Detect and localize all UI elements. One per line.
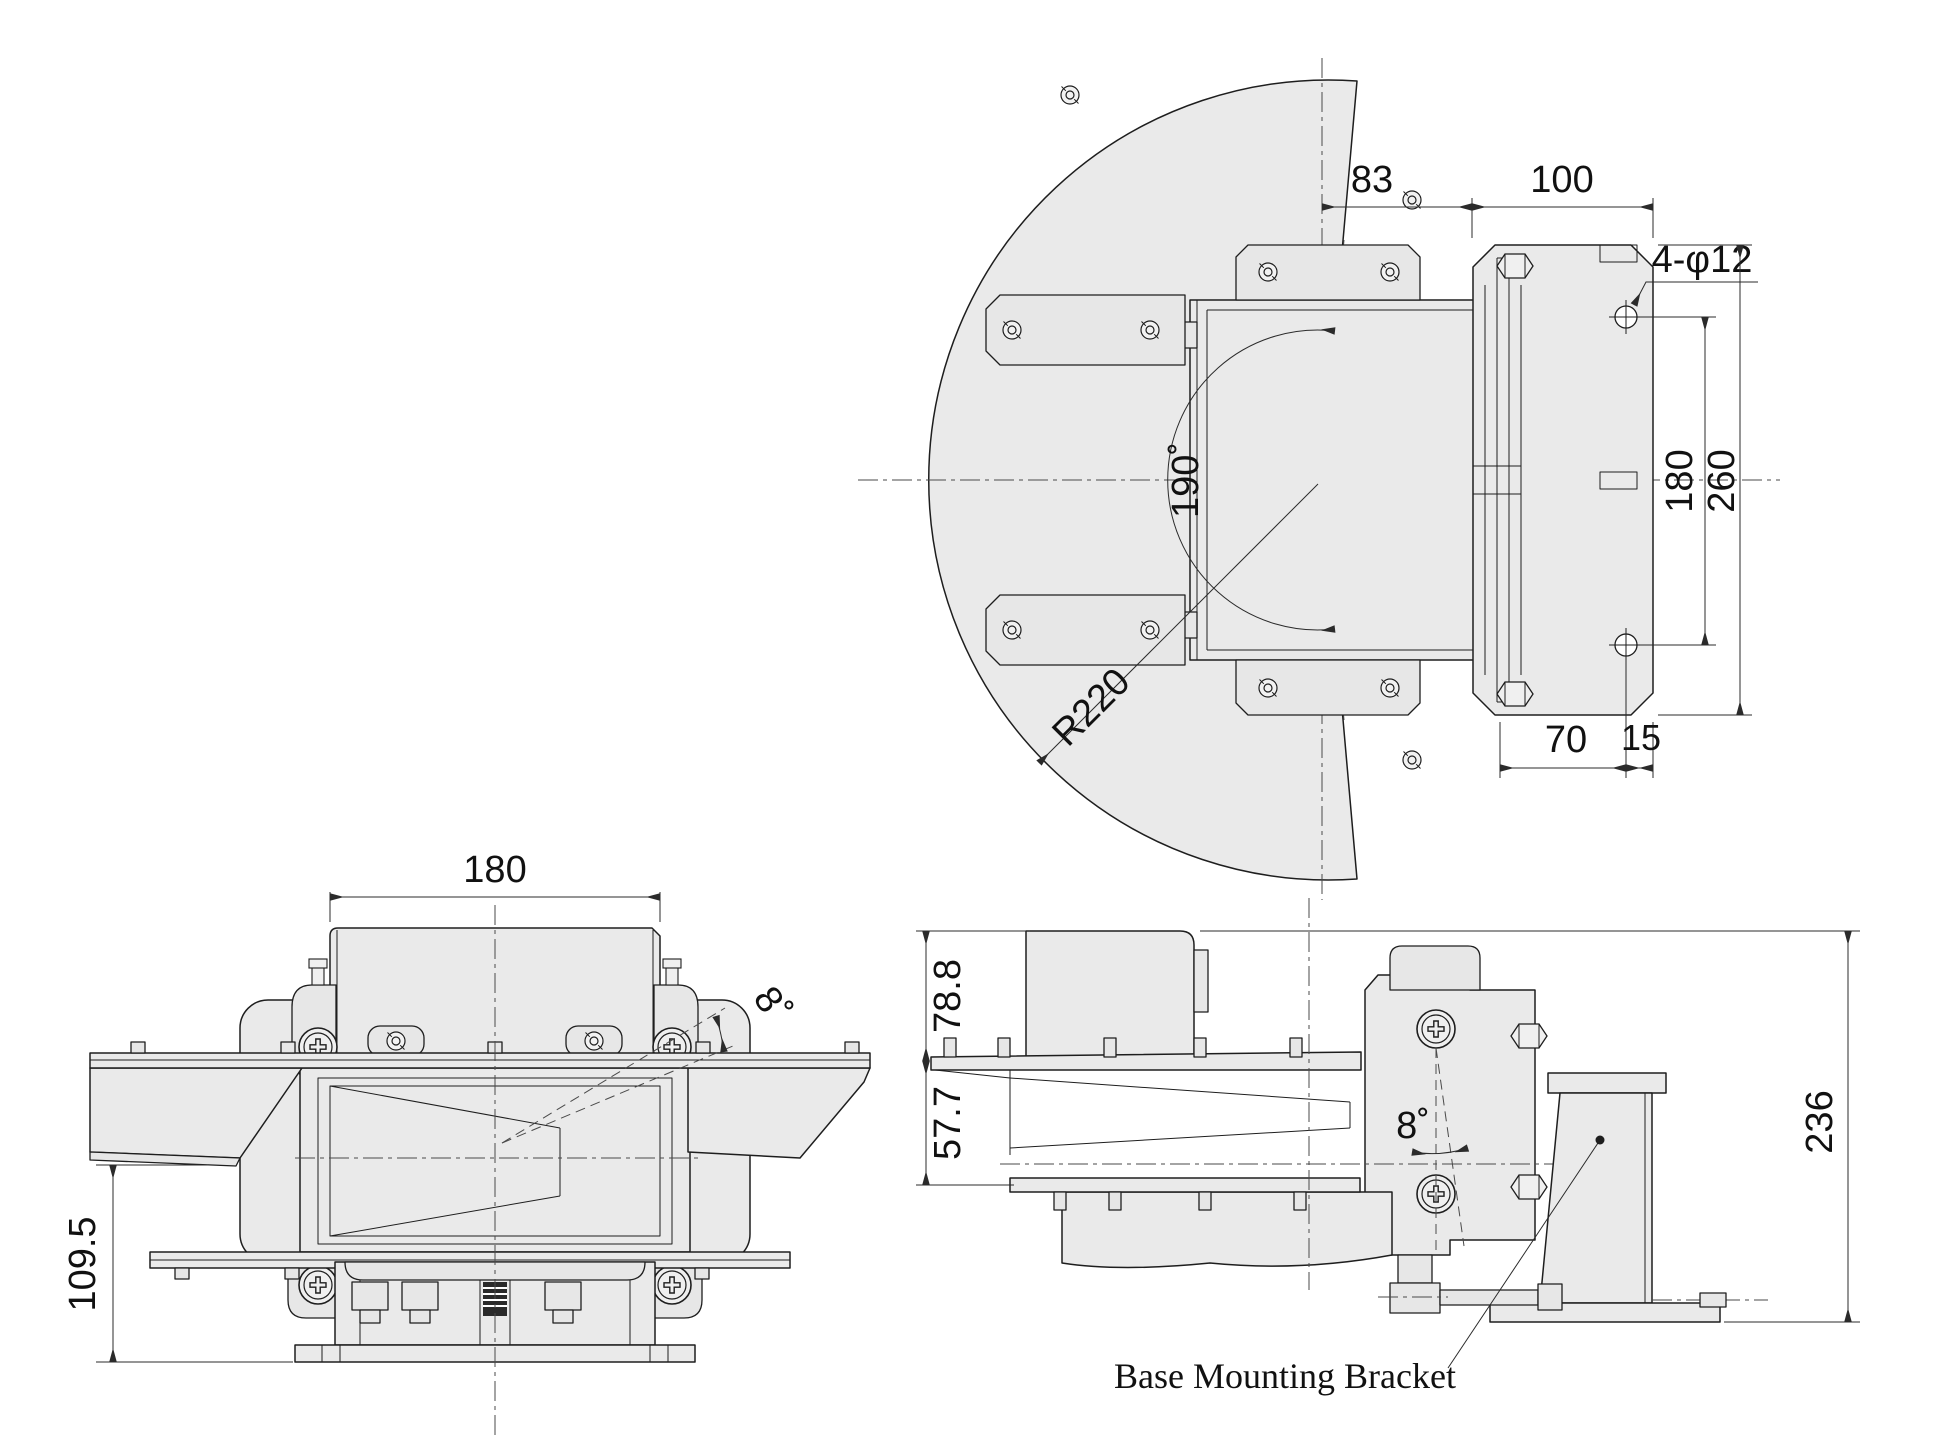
dim-109-5-label: 109.5 xyxy=(62,1216,104,1311)
dimension-180-front: 180 xyxy=(329,849,661,922)
horn-mouth xyxy=(295,1067,700,1253)
cable-fitting-icon xyxy=(1378,1254,1768,1314)
side-wing-top-bar xyxy=(930,1037,1362,1071)
dim-236-label: 236 xyxy=(1799,1090,1841,1153)
side-horn-interior xyxy=(934,1069,1351,1155)
dimension-100: 100 xyxy=(1472,159,1654,238)
side-wing-bottom-bar xyxy=(1009,1177,1361,1211)
front-view: 180 8˚ 109.5 xyxy=(62,849,871,1438)
dimension-83: 83 xyxy=(1322,159,1473,238)
dim-8deg-side-label: 8˚ xyxy=(1396,1105,1430,1147)
dim-180-plate-label: 180 xyxy=(1659,449,1701,512)
rear-box-side xyxy=(1025,930,1195,1058)
dim-260-label: 260 xyxy=(1701,449,1743,512)
dim-190-label: 190˚ xyxy=(1165,442,1207,518)
mounting-hole xyxy=(1609,300,1643,334)
dimension-180-plate: 180 xyxy=(1640,316,1716,646)
left-wing-tip xyxy=(89,1151,241,1167)
dimension-236: 236 xyxy=(1200,930,1860,1323)
dimension-260: 260 xyxy=(1658,244,1752,716)
dim-70-label: 70 xyxy=(1545,719,1587,761)
bracket-callout: Base Mounting Bracket xyxy=(1114,1135,1605,1396)
dim-4phi12-label: 4-φ12 xyxy=(1652,239,1753,281)
dimension-57-7: 57.7 xyxy=(916,1061,1014,1186)
mounting-plate-plan xyxy=(1472,244,1654,716)
yoke-top-lug xyxy=(1389,945,1481,991)
dimension-tilt-side: 8˚ xyxy=(1396,1047,1470,1250)
center-clamp-tab xyxy=(1235,659,1421,716)
leader-dot xyxy=(1595,1135,1605,1145)
dimension-109-5: 109.5 xyxy=(62,1164,293,1363)
dim-100-label: 100 xyxy=(1530,159,1593,201)
dim-57-7-label: 57.7 xyxy=(927,1086,969,1160)
dimension-angle-190: 190˚ xyxy=(1165,327,1336,633)
cable-gland-icon xyxy=(351,1281,389,1324)
dim-15-label: 15 xyxy=(1621,717,1661,758)
dim-180-front-label: 180 xyxy=(463,849,526,891)
cable-gland-icon xyxy=(544,1281,582,1324)
dimension-70-15: 70 15 xyxy=(1499,660,1661,778)
mounting-hole xyxy=(1609,628,1643,662)
cable-gland-icon xyxy=(401,1281,439,1324)
top-view: 190˚ R220 83 100 4-φ12 180 xyxy=(858,58,1780,900)
wing-clamp-tab xyxy=(985,594,1186,666)
side-view: 8˚ 78.8 57.7 xyxy=(916,898,1860,1396)
pedestal xyxy=(294,1261,696,1363)
dim-78-8-label: 78.8 xyxy=(927,959,969,1033)
dim-83-label: 83 xyxy=(1351,159,1393,201)
bracket-label: Base Mounting Bracket xyxy=(1114,1356,1456,1396)
dimension-78-8: 78.8 xyxy=(916,930,1030,1061)
wing-clamp-tab xyxy=(985,294,1186,366)
center-clamp-tab xyxy=(1235,244,1421,301)
dimension-holes-callout: 4-φ12 xyxy=(1630,239,1758,307)
